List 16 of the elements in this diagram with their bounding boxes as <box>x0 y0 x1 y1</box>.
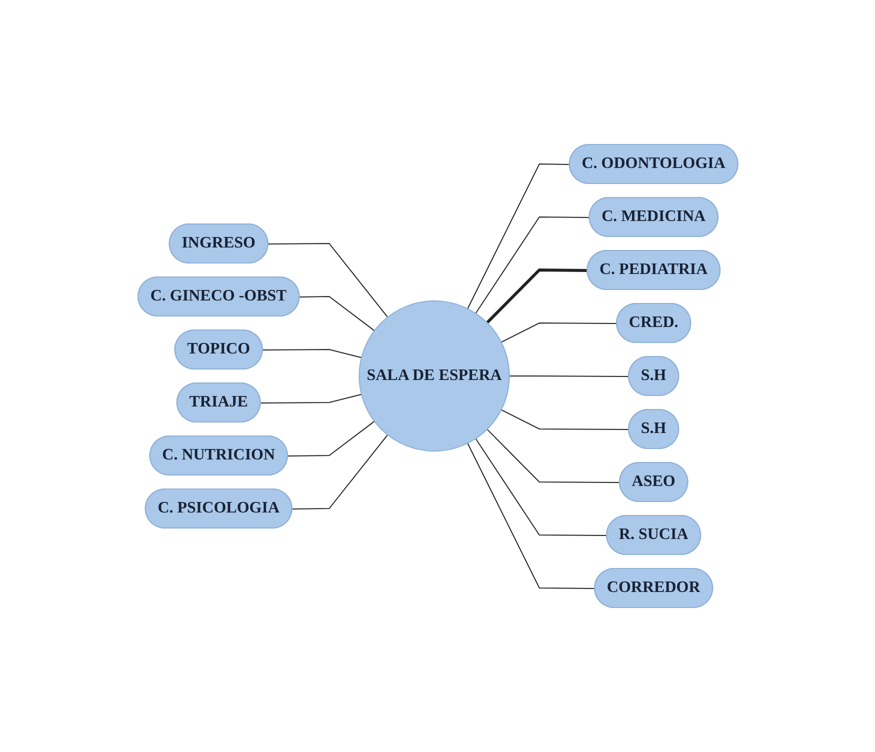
connector <box>267 243 388 318</box>
connector <box>500 322 618 343</box>
connector <box>287 420 374 456</box>
connector <box>486 428 620 483</box>
connector <box>262 349 362 358</box>
connector <box>474 216 590 314</box>
connector <box>260 394 362 404</box>
node-circle: SALA DE ESPERA <box>358 300 510 452</box>
connector <box>500 409 630 430</box>
connector <box>474 438 608 536</box>
connector <box>486 268 588 324</box>
connector <box>466 442 596 589</box>
connector <box>291 434 388 510</box>
connector <box>298 296 374 332</box>
connector <box>466 164 570 310</box>
connector <box>508 376 630 377</box>
